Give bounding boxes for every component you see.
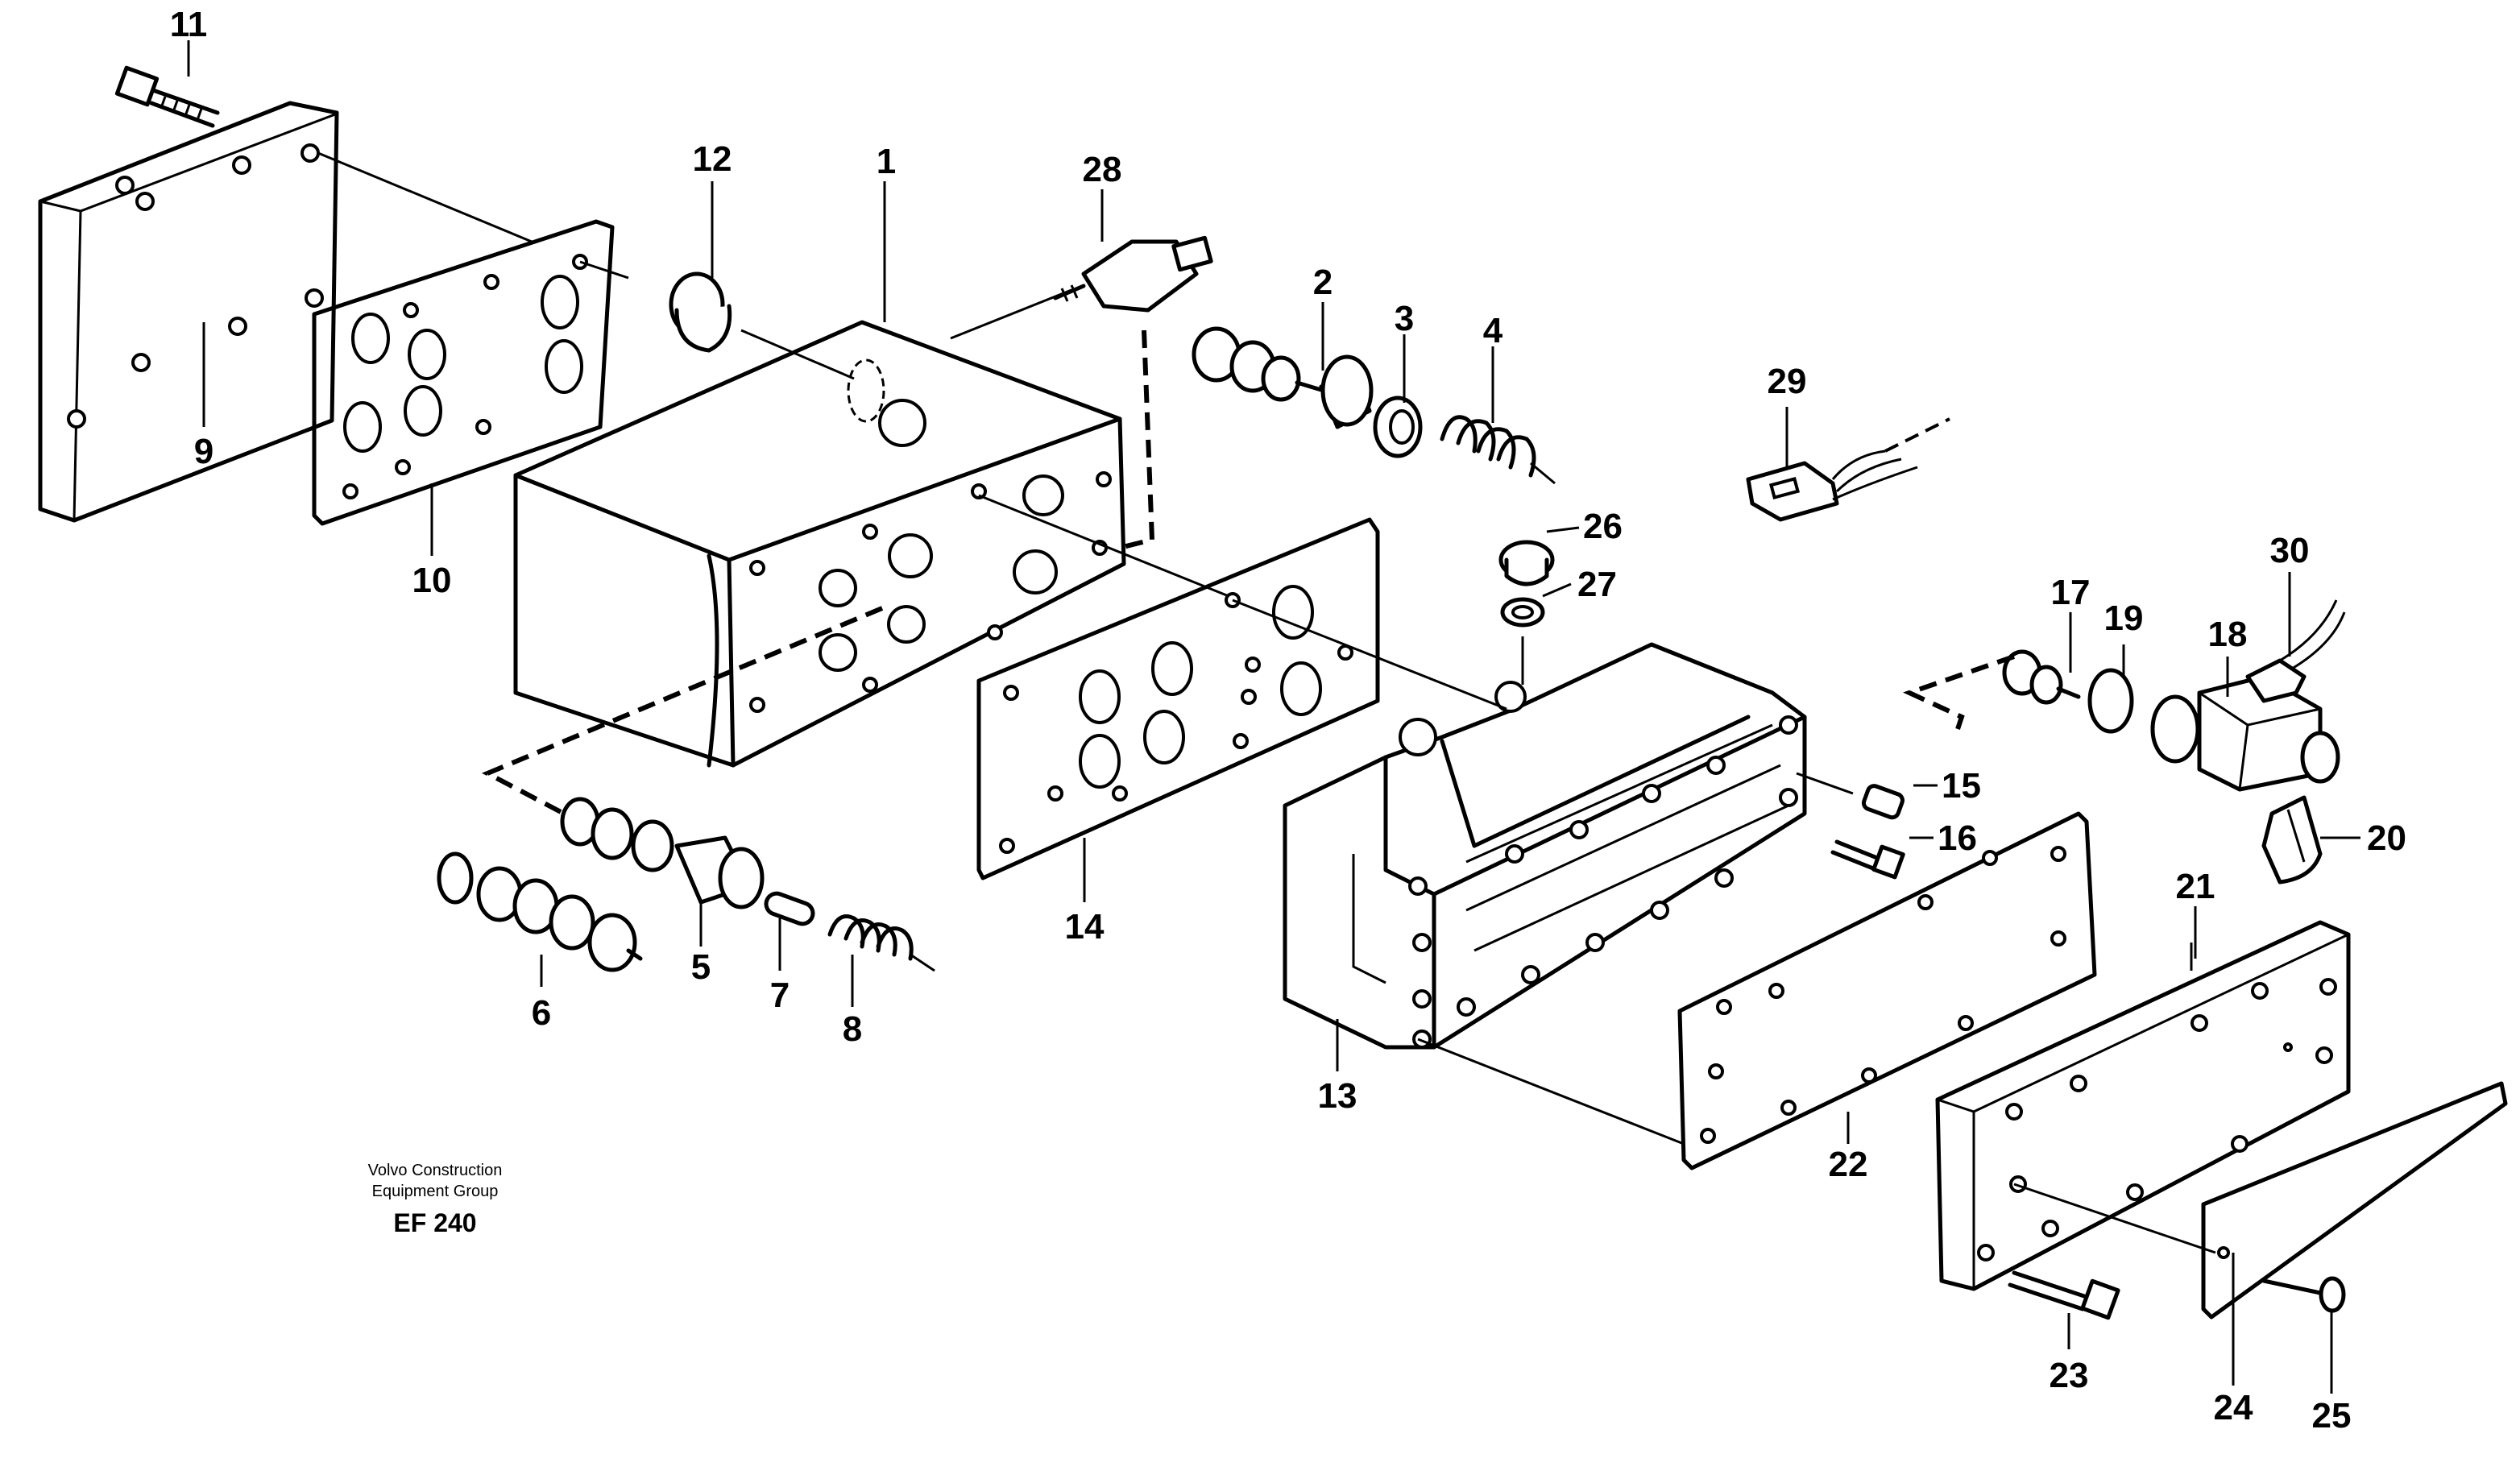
callout-5: 5 — [691, 947, 711, 987]
caption-line-1: Volvo Construction — [367, 1162, 503, 1179]
screw-part-16 — [1830, 839, 1905, 880]
washer-part-27 — [1500, 597, 1545, 628]
fitting-part-17 — [2002, 649, 2081, 705]
callout-15: 15 — [1942, 766, 1981, 806]
callout-18: 18 — [2208, 615, 2248, 654]
bolt-part-23 — [2008, 1270, 2120, 1320]
callout-7: 7 — [770, 976, 790, 1015]
connector-part-29 — [1746, 417, 1950, 522]
callout-13: 13 — [1318, 1076, 1357, 1116]
spring-part-4 — [1440, 415, 1556, 485]
callout-6: 6 — [532, 993, 551, 1033]
gasket-part-14 — [976, 517, 1380, 880]
callout-3: 3 — [1395, 299, 1414, 338]
callout-29: 29 — [1768, 362, 1807, 401]
dashed-flow-lines — [481, 329, 2015, 816]
callout-27: 27 — [1577, 565, 1617, 604]
callout-30: 30 — [2270, 531, 2310, 570]
callout-11: 11 — [170, 5, 208, 44]
callout-26: 26 — [1583, 507, 1623, 546]
callout-17: 17 — [2051, 573, 2091, 612]
spool-part-6 — [437, 851, 643, 972]
leader-lines — [187, 40, 2360, 1394]
callout-21: 21 — [2176, 867, 2215, 906]
callout-20: 20 — [2367, 818, 2406, 858]
plug-part-26 — [1498, 540, 1555, 586]
gasket-part-22 — [1677, 811, 2097, 1170]
spool-part-2 — [1192, 326, 1374, 429]
callout-25: 25 — [2312, 1396, 2352, 1436]
callout-22: 22 — [1829, 1145, 1868, 1184]
pressure-switch-part-28 — [1053, 235, 1213, 313]
callout-labels: 1 2 3 4 5 6 7 8 9 10 11 12 13 14 15 16 1… — [170, 5, 2406, 1436]
callout-12: 12 — [693, 139, 732, 179]
valve-housing-part-1 — [513, 320, 1126, 768]
bolt-part-11 — [114, 65, 220, 128]
callout-19: 19 — [2104, 599, 2144, 638]
plate-part-24 — [2201, 1081, 2508, 1320]
gasket-part-10 — [312, 219, 615, 526]
plug-part-15 — [1861, 784, 1905, 820]
callout-8: 8 — [843, 1009, 862, 1049]
callout-2: 2 — [1313, 263, 1333, 302]
callout-9: 9 — [194, 432, 213, 471]
cover-plate-part-21 — [1935, 920, 2351, 1291]
end-cover-plate-part-9 — [38, 101, 339, 523]
spool-part-5 — [560, 797, 765, 909]
callout-23: 23 — [2050, 1356, 2089, 1395]
solenoid-part-18 — [2150, 674, 2340, 792]
lower-housing-part-13 — [1283, 642, 1807, 1050]
spring-part-8 — [827, 914, 935, 972]
callout-4: 4 — [1483, 311, 1503, 350]
callout-1: 1 — [877, 142, 896, 181]
pin-part-7 — [764, 891, 815, 926]
cable-part-30 — [2245, 599, 2346, 703]
ring-part-3 — [1373, 396, 1423, 458]
screw-part-25 — [2261, 1276, 2346, 1313]
o-ring-part-19 — [2087, 668, 2134, 734]
diagram-code: EF 240 — [393, 1208, 477, 1237]
alignment-lines — [317, 151, 2216, 1254]
clip-part-20 — [2261, 795, 2323, 884]
callout-24: 24 — [2214, 1388, 2253, 1427]
callout-16: 16 — [1938, 818, 1977, 858]
callout-14: 14 — [1065, 907, 1105, 947]
caption-line-2: Equipment Group — [371, 1183, 499, 1200]
manufacturer-caption: Volvo Construction Equipment Group EF 24… — [354, 1160, 516, 1238]
callout-10: 10 — [412, 561, 452, 600]
plug-part-12 — [669, 271, 732, 353]
callout-28: 28 — [1083, 150, 1122, 189]
